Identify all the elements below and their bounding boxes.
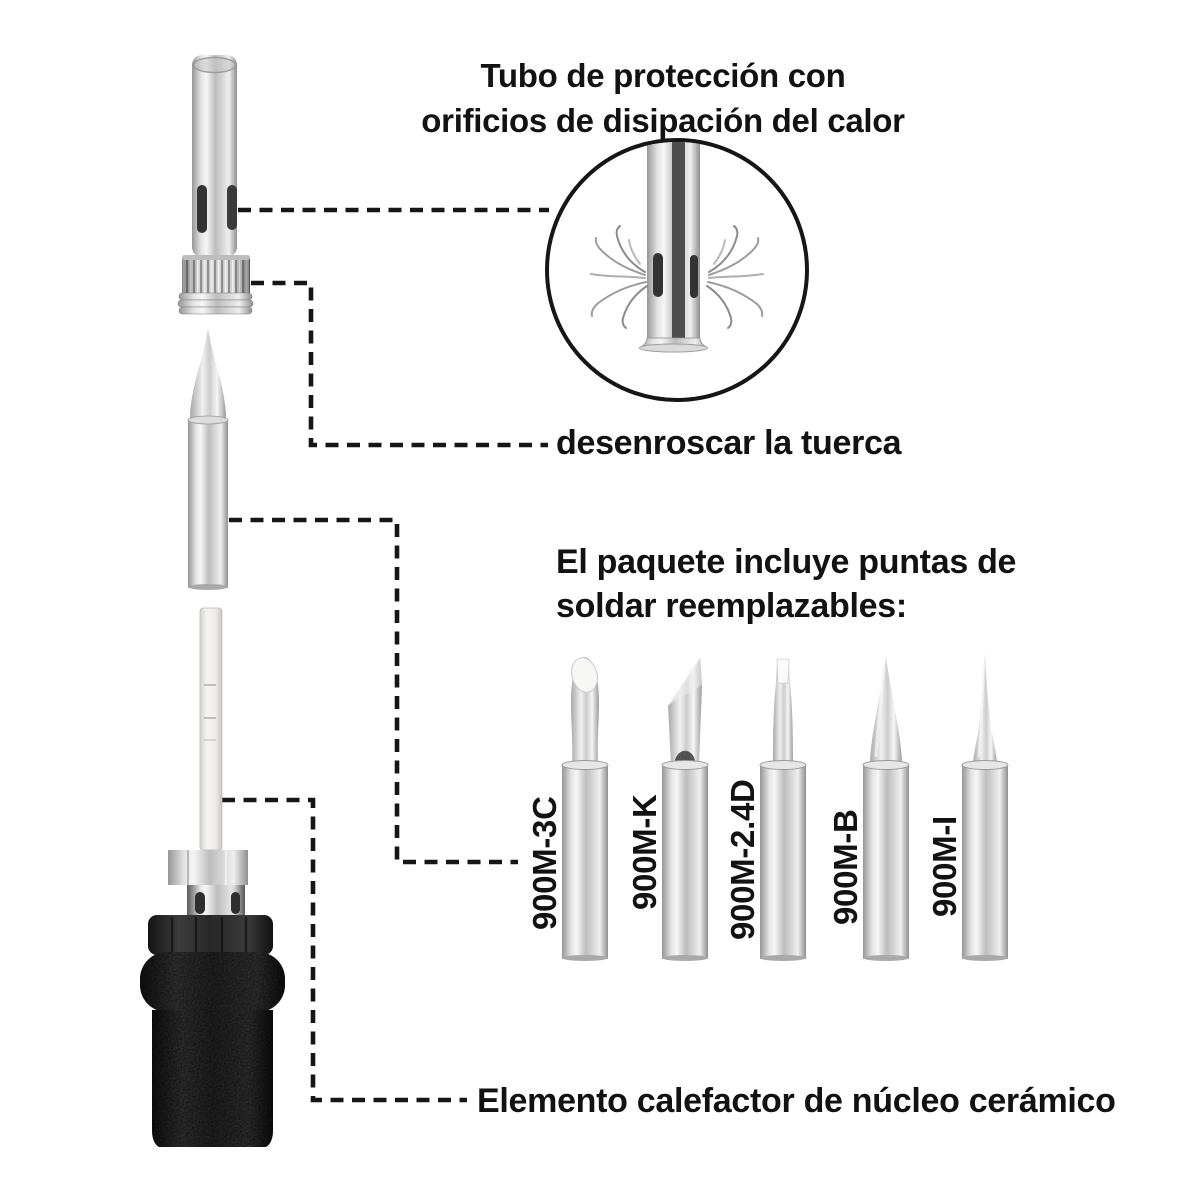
- handle: [140, 915, 285, 1147]
- airflow-lines: [706, 225, 764, 329]
- mount-hole: [231, 892, 240, 914]
- heat-hole: [197, 185, 207, 233]
- line-heater-to-label: [222, 797, 467, 1103]
- tip-model-label: 900M-2.4D: [724, 779, 761, 940]
- inset-heat-hole: [653, 253, 663, 297]
- protective-tube: [192, 55, 237, 257]
- heat-hole: [227, 185, 237, 230]
- tips-heading-line1: El paquete incluye puntas de: [556, 543, 1017, 581]
- tip-model-label: 900M-3C: [526, 796, 563, 930]
- nut-annotation: desenroscar la tuerca: [556, 424, 902, 462]
- tip-knife-k: [661, 656, 709, 961]
- inset-heat-hole: [690, 255, 698, 298]
- soldering-tip-part: [187, 328, 229, 590]
- knurled-nut: [177, 255, 254, 315]
- tip-model-label: 900M-K: [626, 794, 663, 910]
- soldering-iron-exploded-view: [140, 55, 285, 1147]
- tip-model-label: 900M-I: [926, 816, 963, 917]
- tube-annotation: Tubo de protección con orificios de disi…: [363, 53, 963, 143]
- metal-mount: [168, 850, 248, 919]
- airflow-lines: [590, 225, 648, 329]
- heat-holes-magnifier-inset: [545, 138, 809, 402]
- tip-chisel-24d: [759, 658, 807, 961]
- thread: [177, 292, 254, 315]
- tip-needle-i: [961, 653, 1009, 961]
- tip-model-label: 900M-B: [827, 809, 864, 925]
- heater-annotation: Elemento calefactor de núcleo cerámico: [477, 1082, 1116, 1120]
- tip-conical-b: [862, 657, 910, 961]
- ceramic-heating-element: [199, 607, 223, 851]
- tips-heading-line2: soldar reemplazables:: [556, 587, 907, 625]
- tips-heading: El paquete incluye puntas de soldar reem…: [556, 540, 1016, 628]
- mount-hole: [195, 892, 205, 914]
- line-nut-to-label: [251, 280, 548, 448]
- tube-annotation-line1: Tubo de protección con: [480, 57, 846, 94]
- line-tip-to-tips-row: [229, 517, 518, 865]
- tip-bevel-3c: [561, 657, 609, 961]
- tube-annotation-line2: orificios de disipación del calor: [421, 102, 905, 139]
